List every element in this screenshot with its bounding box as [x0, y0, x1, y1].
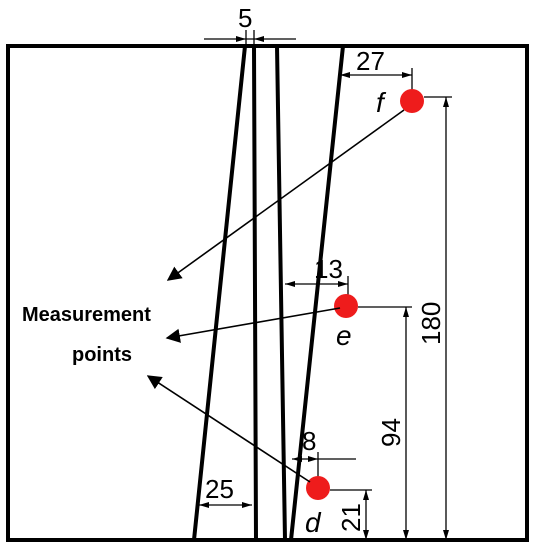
arrow-from-e: [165, 307, 341, 343]
right-slant-line: [289, 44, 345, 542]
point-e-label: e: [336, 320, 352, 351]
offset-d-label: 8: [302, 426, 316, 456]
top-gap-dimension: [204, 30, 296, 46]
offset-e-dimension: [285, 276, 349, 302]
offset-f-label: 27: [356, 46, 385, 76]
bottom-width-dimension: [199, 502, 252, 508]
left-slant-line: [192, 44, 247, 542]
height-d-label: 21: [336, 503, 366, 532]
offset-e-label: 13: [314, 254, 343, 284]
center-left-line: [252, 44, 258, 542]
point-d-label: d: [305, 507, 322, 538]
arrow-from-f: [166, 109, 405, 281]
height-e-label: 94: [376, 418, 406, 447]
top-gap-label: 5: [238, 3, 252, 33]
offset-d-dimension: [292, 452, 356, 478]
arrow-from-d: [146, 375, 311, 483]
measurement-point-d: [306, 476, 330, 500]
height-f-dimension: [424, 96, 452, 540]
caption-line-2: points: [72, 344, 132, 366]
height-f-label: 180: [416, 302, 446, 345]
measurement-point-f: [400, 89, 424, 113]
center-right-line: [275, 44, 287, 542]
specimen-frame: [6, 44, 529, 542]
caption-line-1: Measurement: [22, 304, 151, 326]
height-d-dimension: [330, 489, 372, 540]
bottom-width-label: 25: [205, 474, 234, 504]
point-f-label: f: [376, 87, 387, 118]
measurement-point-e: [334, 294, 358, 318]
height-e-dimension: [358, 306, 412, 540]
